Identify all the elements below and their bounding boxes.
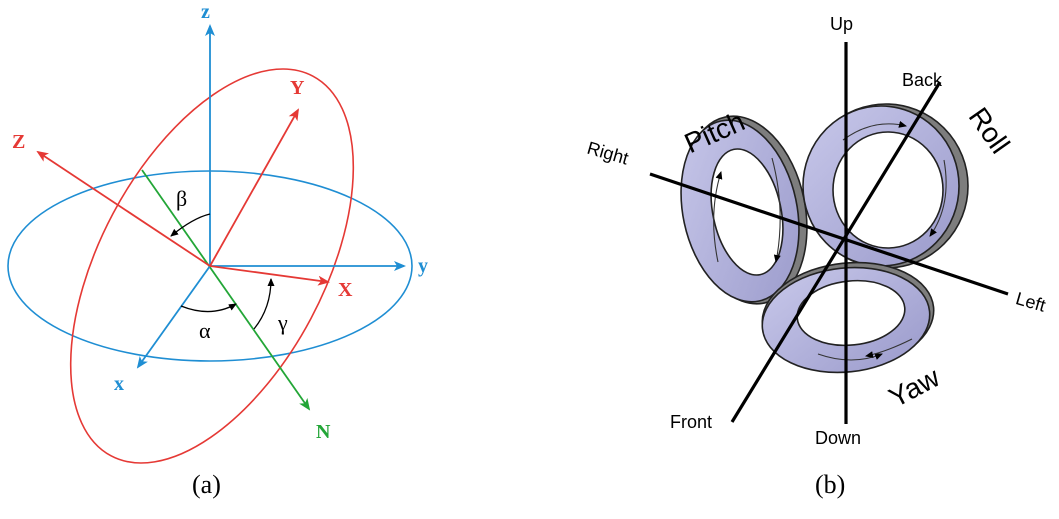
- front-label: Front: [670, 412, 712, 432]
- left-label: Left: [1014, 288, 1048, 316]
- front-back-axis: [730, 81, 942, 423]
- roll-ring: [802, 103, 969, 269]
- fixed-axis-x-label: x: [114, 373, 124, 395]
- fixed-axis-z-label: z: [201, 1, 210, 23]
- rotated-plane-ellipse: [69, 68, 355, 464]
- right-label: Right: [585, 138, 631, 169]
- up-label: Up: [830, 14, 853, 34]
- alpha-label: α: [199, 318, 211, 343]
- beta-label: β: [176, 186, 187, 211]
- rotated-axis-X: [209, 265, 330, 286]
- rotated-axis-Z-label: Z: [12, 131, 25, 153]
- alpha-angle-arc: [180, 303, 237, 313]
- panel-b: Up Down Back Front Right Left Pitch Roll…: [585, 14, 1048, 448]
- gamma-label: γ: [277, 310, 288, 335]
- gamma-angle-arc: [253, 278, 275, 330]
- yaw-label: Yaw: [884, 361, 945, 413]
- rotated-axis-Z: [36, 150, 211, 267]
- down-label: Down: [815, 428, 861, 448]
- panel-a: z y x Y Z X N β α γ: [7, 1, 428, 464]
- beta-angle-arc: [170, 213, 211, 237]
- node-line: [141, 169, 311, 411]
- panel-a-caption: (a): [192, 470, 221, 499]
- rotated-axis-Y: [209, 108, 299, 267]
- panel-b-caption: (b): [815, 470, 846, 499]
- rotated-axis-Y-label: Y: [290, 77, 305, 99]
- fixed-axis-x: [136, 265, 211, 369]
- rotated-axis-X-label: X: [338, 279, 353, 301]
- right-left-axis: [649, 172, 1009, 296]
- roll-label: Roll: [963, 102, 1016, 159]
- node-line-label: N: [316, 421, 331, 443]
- fixed-axis-y-label: y: [418, 255, 428, 277]
- back-label: Back: [902, 70, 943, 90]
- pitch-ring: [680, 115, 808, 305]
